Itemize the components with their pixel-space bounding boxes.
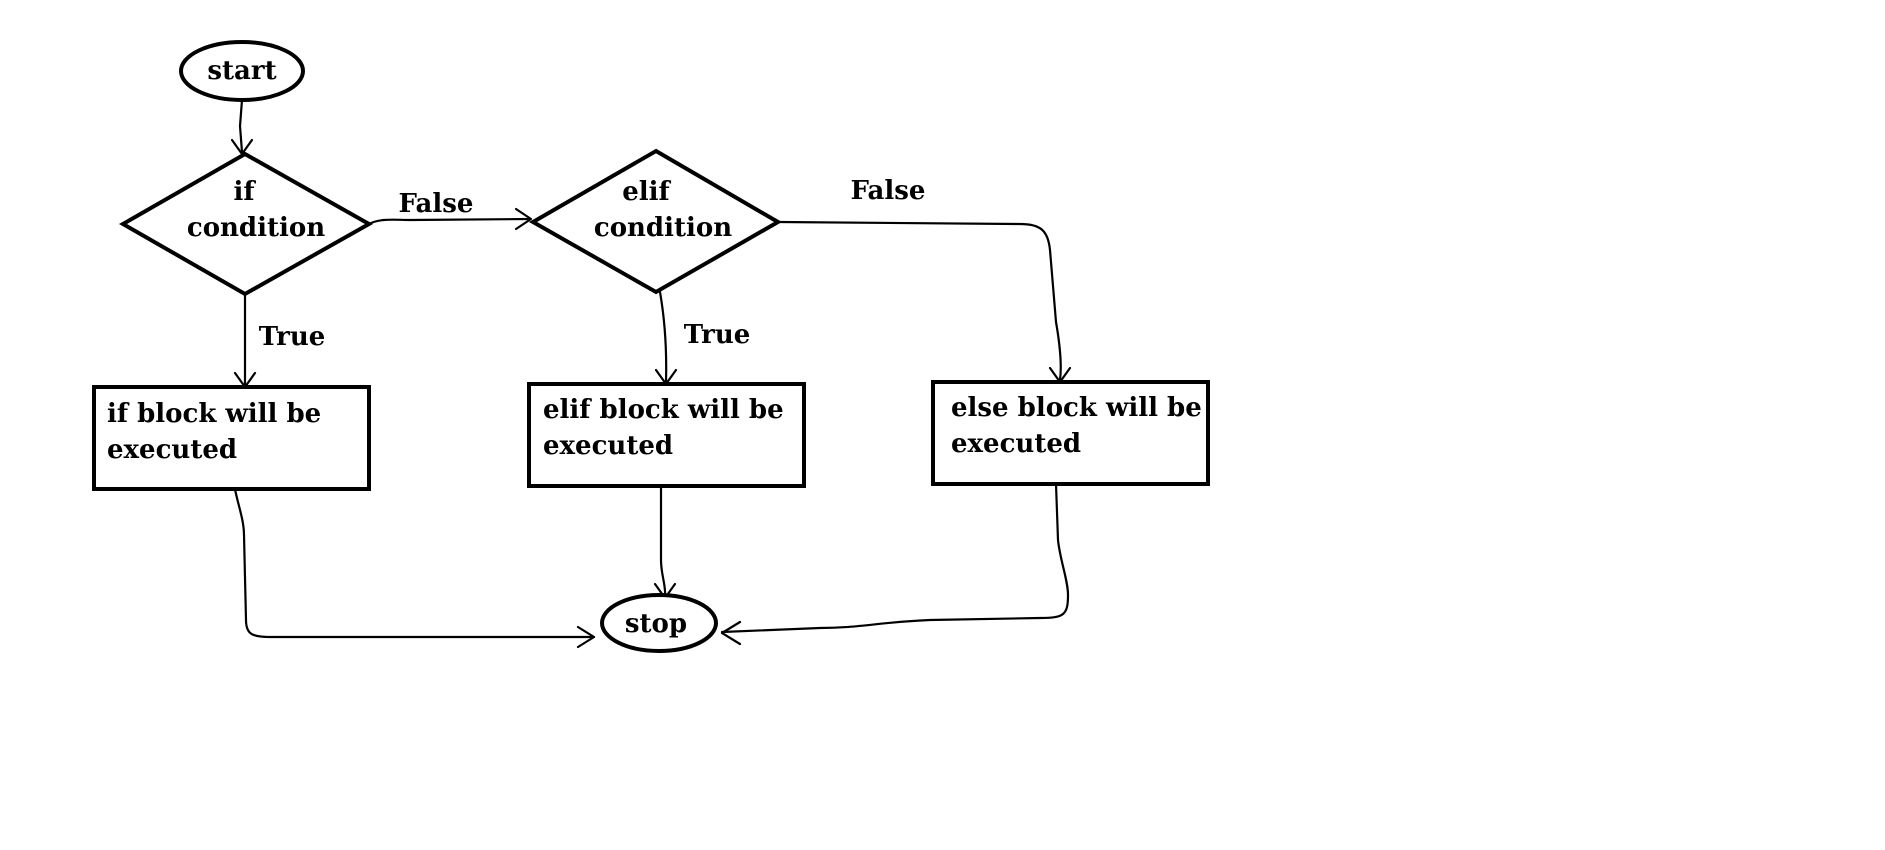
if-block-node: if block will be executed xyxy=(92,385,371,491)
edge-elif-true-label: True xyxy=(684,320,751,350)
elif-block-line-1: elif block will be xyxy=(543,395,784,425)
elif-block-line-2: executed xyxy=(543,431,673,461)
start-label: start xyxy=(207,56,276,86)
elif-condition-diamond xyxy=(528,148,782,295)
edge-if-false-label: False xyxy=(399,189,474,219)
stop-ellipse xyxy=(600,593,718,653)
if-block-line-1: if block will be xyxy=(107,399,321,429)
edge-start-to-if-line xyxy=(238,98,244,154)
edge-elif-block-to-stop xyxy=(653,484,677,600)
edge-else-block-to-stop xyxy=(720,482,1070,646)
edge-elif-false: False xyxy=(776,176,1072,384)
elif-condition-line-1: elif xyxy=(622,177,671,207)
edge-if-block-to-stop-line xyxy=(233,487,596,639)
edge-else-block-to-stop-line xyxy=(720,482,1070,634)
if-condition-node: if condition xyxy=(118,151,374,297)
else-block-rect xyxy=(931,380,1210,486)
if-condition-line-2: condition xyxy=(187,213,325,243)
elif-condition-node: elif condition xyxy=(528,148,782,295)
edge-elif-true: True xyxy=(654,290,751,386)
edge-else-block-to-stop-arrowhead xyxy=(720,620,742,646)
else-block-node: else block will be executed xyxy=(931,380,1210,486)
stop-label: stop xyxy=(625,609,687,639)
elif-condition-line-2: condition xyxy=(594,213,732,243)
if-block-line-2: executed xyxy=(107,435,237,465)
if-condition-line-1: if xyxy=(233,177,256,207)
edge-elif-false-line xyxy=(776,220,1062,382)
edge-elif-block-to-stop-line xyxy=(659,484,667,598)
edge-if-false-arrowhead xyxy=(514,207,533,231)
edge-if-false-line xyxy=(367,217,532,226)
edge-if-true-label: True xyxy=(259,322,326,352)
elif-block-node: elif block will be executed xyxy=(527,382,806,488)
elif-block-rect xyxy=(527,382,806,488)
edge-if-true: True xyxy=(233,292,326,389)
else-block-line-2: executed xyxy=(951,429,1081,459)
start-node: start xyxy=(179,40,305,102)
else-block-line-1: else block will be xyxy=(951,393,1202,423)
edge-start-to-if xyxy=(230,98,254,156)
edge-if-block-to-stop xyxy=(233,487,596,649)
stop-node: stop xyxy=(600,593,718,653)
edge-elif-true-line xyxy=(658,290,668,384)
edge-if-block-to-stop-arrowhead xyxy=(576,625,596,649)
edge-elif-false-label: False xyxy=(851,176,926,206)
if-block-rect xyxy=(92,385,371,491)
edge-if-false: False xyxy=(367,189,533,231)
